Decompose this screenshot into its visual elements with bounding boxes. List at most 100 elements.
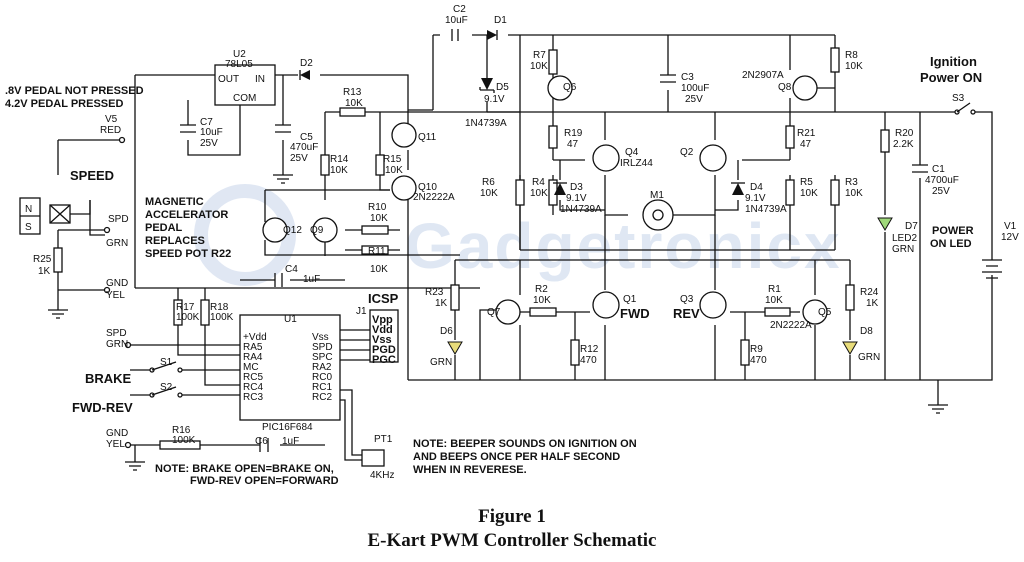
label-rc5: RC5 bbox=[243, 372, 263, 383]
label-v1: V1 bbox=[1004, 221, 1017, 232]
label-r8: R8 bbox=[845, 50, 858, 61]
label-j1: J1 bbox=[356, 306, 367, 317]
label-r1: R1 bbox=[768, 284, 781, 295]
label-d8: D8 bbox=[860, 326, 873, 337]
label-d4v: 9.1V bbox=[745, 193, 766, 204]
label-mag2: ACCELERATOR bbox=[145, 209, 228, 221]
label-mag4: REPLACES bbox=[145, 235, 205, 247]
label-grn1: GRN bbox=[106, 238, 128, 249]
watermark: Gadgetronicx bbox=[405, 210, 842, 282]
label-pgd: PGD bbox=[372, 344, 396, 356]
terminals bbox=[103, 136, 132, 449]
label-r17: R17 bbox=[176, 302, 195, 313]
leds bbox=[447, 217, 893, 355]
label-r6v: 10K bbox=[480, 188, 498, 199]
labels: .8V PEDAL NOT PRESSED 4.2V PEDAL PRESSED… bbox=[5, 4, 1019, 487]
label-ignition: Ignition bbox=[930, 54, 977, 69]
label-c6v: 1uF bbox=[282, 436, 299, 447]
label-q2: Q2 bbox=[680, 147, 694, 158]
label-com: COM bbox=[233, 93, 256, 104]
label-r14v: 10K bbox=[330, 165, 348, 176]
label-spd1: SPD bbox=[108, 214, 129, 225]
hall-sensor bbox=[19, 197, 91, 235]
label-c4v: 1uF bbox=[303, 274, 320, 285]
label-r10v: 10K bbox=[370, 213, 388, 224]
label-ra2: RA2 bbox=[312, 362, 332, 373]
label-q5v: 2N2222A bbox=[770, 320, 812, 331]
label-r11: R11 bbox=[368, 246, 386, 257]
label-r13: R13 bbox=[343, 87, 362, 98]
label-q1: Q1 bbox=[623, 294, 637, 305]
capacitor-c2 bbox=[451, 29, 459, 41]
label-r20v: 2.2K bbox=[893, 139, 914, 150]
label-q9: Q9 bbox=[310, 225, 324, 236]
label-r2v: 10K bbox=[533, 295, 551, 306]
label-r25v: 1K bbox=[38, 266, 51, 277]
label-d1: D1 bbox=[494, 15, 507, 26]
label-q10v: 2N2222A bbox=[413, 192, 455, 203]
label-c2v: 10uF bbox=[445, 15, 468, 26]
label-s: S bbox=[25, 222, 32, 233]
label-r21: R21 bbox=[797, 128, 816, 139]
label-u2: U2 bbox=[233, 49, 246, 60]
label-rev: REV bbox=[673, 306, 700, 321]
label-n: N bbox=[25, 204, 32, 215]
watermark-logo bbox=[194, 184, 296, 286]
label-spd2: SPD bbox=[106, 328, 127, 339]
label-red: RED bbox=[100, 125, 121, 136]
label-r19v: 47 bbox=[567, 139, 579, 150]
pedal-note-2: 4.2V PEDAL PRESSED bbox=[5, 98, 123, 110]
label-q7: Q7 bbox=[487, 307, 501, 318]
label-c1v2: 25V bbox=[932, 186, 950, 197]
label-r23v: 1K bbox=[435, 298, 448, 309]
label-c1v: 4700uF bbox=[925, 175, 959, 186]
label-mag3: PEDAL bbox=[145, 222, 183, 234]
label-q5: Q5 bbox=[818, 307, 832, 318]
label-q4v: IRLZ44 bbox=[620, 158, 653, 169]
label-d5p: 1N4739A bbox=[465, 118, 507, 129]
figure-number: Figure 1 bbox=[478, 506, 546, 527]
label-v5: V5 bbox=[105, 114, 118, 125]
label-r20: R20 bbox=[895, 128, 914, 139]
label-mag1: MAGNETIC bbox=[145, 196, 204, 208]
label-d8c: GRN bbox=[858, 352, 880, 363]
label-r13v: 10K bbox=[345, 98, 363, 109]
label-q10: Q10 bbox=[418, 182, 437, 193]
brake-note-1: NOTE: BRAKE OPEN=BRAKE ON, bbox=[155, 463, 334, 475]
label-rc4: RC4 bbox=[243, 382, 263, 393]
label-r11v: 10K bbox=[370, 264, 388, 275]
beeper-note-2: AND BEEPS ONCE PER HALF SECOND bbox=[413, 451, 620, 463]
label-pvdd: +Vdd bbox=[243, 332, 267, 343]
beeper-pt1 bbox=[361, 449, 385, 467]
label-vpp: Vpp bbox=[372, 314, 393, 326]
label-r19: R19 bbox=[564, 128, 583, 139]
label-gnd1: GND bbox=[106, 278, 128, 289]
label-c7: C7 bbox=[200, 117, 213, 128]
label-r15v: 10K bbox=[385, 165, 403, 176]
label-power-led-1: POWER bbox=[932, 225, 974, 237]
label-c3v: 100uF bbox=[681, 83, 709, 94]
label-c5v2: 25V bbox=[290, 153, 308, 164]
label-ra5: RA5 bbox=[243, 342, 263, 353]
label-pvss: Vss bbox=[312, 332, 329, 343]
label-d6c: GRN bbox=[430, 357, 452, 368]
label-r16: R16 bbox=[172, 425, 191, 436]
label-fwd: FWD bbox=[620, 306, 650, 321]
label-power-led-2: ON LED bbox=[930, 238, 972, 250]
microcontroller-u1 bbox=[239, 314, 341, 421]
label-r1v: 10K bbox=[765, 295, 783, 306]
transistors bbox=[262, 75, 828, 325]
label-brake: BRAKE bbox=[85, 371, 132, 386]
label-q6: Q6 bbox=[563, 82, 577, 93]
battery-v1 bbox=[982, 259, 1002, 279]
label-vdd: Vdd bbox=[372, 324, 393, 336]
label-d4p: 1N4739A bbox=[745, 204, 787, 215]
label-grn2: GRN bbox=[106, 339, 128, 350]
label-yel1: YEL bbox=[106, 290, 125, 301]
pedal-note-1: .8V PEDAL NOT PRESSED bbox=[5, 85, 144, 97]
label-c5v: 470uF bbox=[290, 142, 318, 153]
label-r7: R7 bbox=[533, 50, 546, 61]
label-q11: Q11 bbox=[418, 132, 437, 143]
label-v1v: 12V bbox=[1001, 232, 1019, 243]
